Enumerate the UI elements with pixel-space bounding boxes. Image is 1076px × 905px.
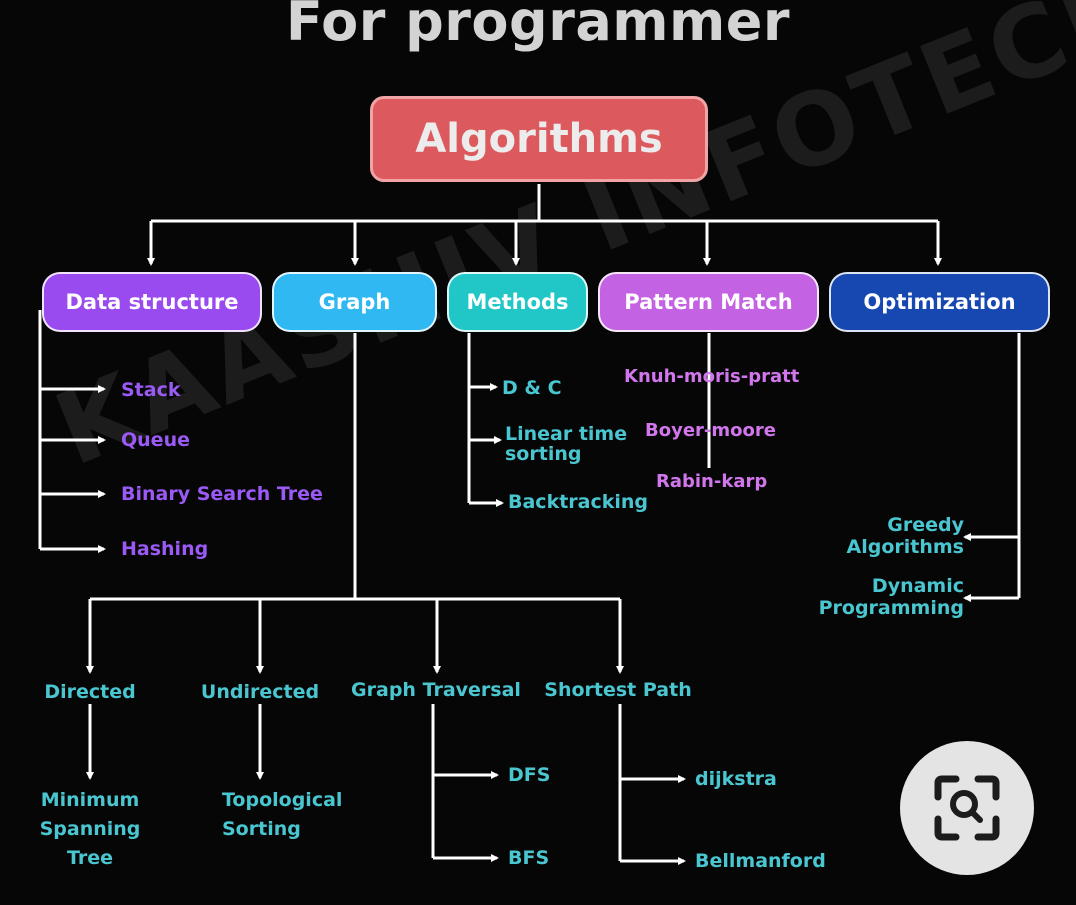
category-graph: Graph: [272, 272, 437, 332]
visual-search-icon: [934, 775, 1000, 841]
leaf-rabin-karp: Rabin-karp: [656, 471, 768, 492]
node-undirected: Undirected: [200, 681, 320, 703]
category-pattern-match: Pattern Match: [598, 272, 819, 332]
category-optimization: Optimization: [829, 272, 1050, 332]
visual-search-button[interactable]: [900, 741, 1034, 875]
leaf-divide-and-conquer: D & C: [502, 377, 562, 399]
leaf-hashing: Hashing: [121, 538, 209, 560]
leaf-queue: Queue: [121, 429, 190, 451]
leaf-binary-search-tree: Binary Search Tree: [121, 483, 323, 505]
leaf-bfs: BFS: [508, 847, 550, 869]
leaf-dynamic-programming: Dynamic Programming: [818, 575, 964, 619]
leaf-dfs: DFS: [508, 764, 551, 786]
leaf-knuth-morris-pratt: Knuh-moris-pratt: [624, 366, 800, 387]
node-shortest-path: Shortest Path: [544, 679, 692, 701]
category-data-structure: Data structure: [42, 272, 262, 332]
leaf-topological-sorting: Topological Sorting: [222, 789, 343, 840]
category-methods: Methods: [447, 272, 588, 332]
leaf-boyer-moore: Boyer-moore: [645, 420, 776, 441]
leaf-stack: Stack: [121, 379, 181, 401]
leaf-dijkstra: dijkstra: [695, 768, 777, 790]
page-title: For programmer: [285, 0, 791, 53]
node-graph-traversal: Graph Traversal: [351, 679, 521, 701]
root-node-algorithms: Algorithms: [370, 96, 708, 182]
leaf-minimum-spanning-tree: Minimum Spanning Tree: [39, 789, 141, 869]
node-directed: Directed: [44, 681, 136, 703]
leaf-bellmanford: Bellmanford: [695, 850, 826, 872]
leaf-linear-time-sorting: Linear time sorting: [505, 423, 628, 465]
leaf-greedy-algorithms: Greedy Algorithms: [846, 514, 964, 558]
leaf-backtracking: Backtracking: [508, 491, 649, 513]
